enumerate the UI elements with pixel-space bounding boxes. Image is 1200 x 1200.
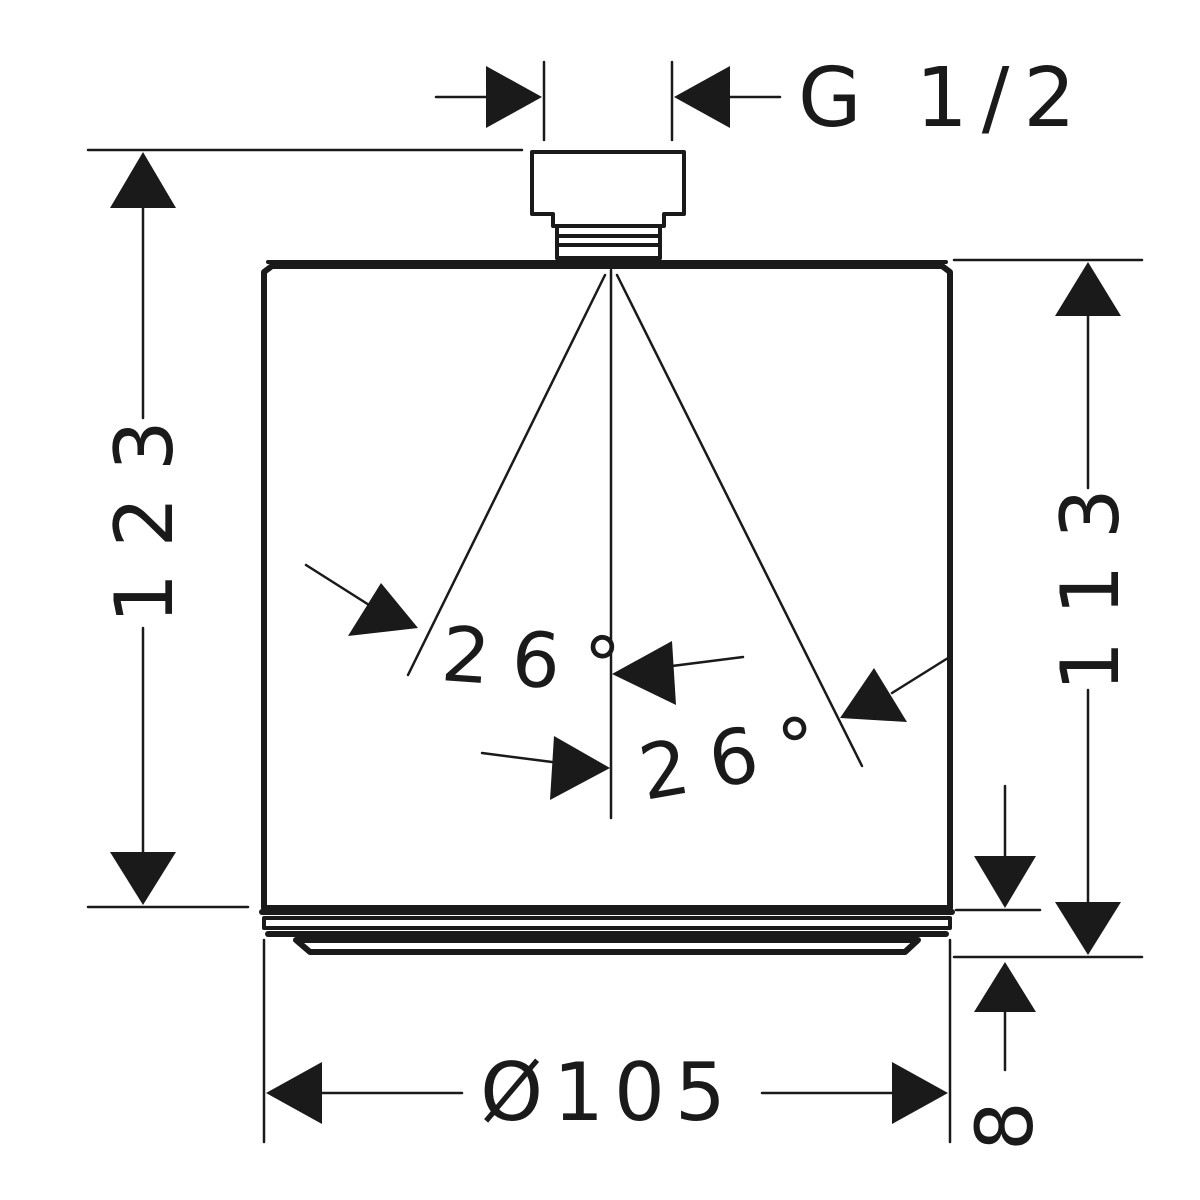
angle-annotation-left: 26° [304, 563, 745, 712]
thread-arrow-left [486, 66, 542, 128]
body-height-label: 1 1 3 [1044, 488, 1137, 692]
angle-left-center-leader [670, 655, 745, 668]
head-body [261, 263, 953, 911]
thread-arrow-right [674, 66, 730, 128]
angle-right-center-leader [480, 751, 554, 764]
spray-line-left [406, 273, 607, 677]
shower-head-outline [259, 150, 955, 955]
angle-right-center-arrow [550, 736, 610, 800]
body-height-arrow-bottom [1055, 902, 1121, 955]
face-height-dimension: 8 [954, 784, 1051, 1151]
angle-right-label: 26° [633, 695, 846, 818]
angle-right-leader [890, 656, 950, 695]
total-height-dimension: 1 2 3 [86, 148, 524, 909]
angle-left-label: 26° [439, 609, 645, 712]
thread-label: G 1/2 [798, 51, 1090, 146]
thread-dimension: G 1/2 [434, 51, 1090, 146]
angle-left-center-arrow [612, 641, 676, 705]
total-height-arrow-top [110, 152, 176, 208]
face-height-arrow-bottom [974, 962, 1036, 1012]
spray-face [293, 937, 921, 955]
total-height-arrow-bottom [110, 852, 176, 905]
body-height-arrow-top [1055, 262, 1121, 316]
angle-annotation-right: 26° [480, 656, 950, 818]
face-height-label: 8 [961, 1101, 1051, 1151]
diameter-label: Ø105 [480, 1046, 736, 1139]
bottom-ring-2 [262, 916, 952, 930]
angle-left-arrow [348, 583, 418, 636]
diameter-arrow-left [266, 1062, 322, 1124]
total-height-label: 1 2 3 [98, 420, 191, 624]
face-height-arrow-top [974, 856, 1036, 908]
connector-upper [530, 150, 686, 228]
spray-line-right [615, 273, 864, 768]
body-height-dimension: 1 1 3 [952, 258, 1144, 959]
angle-right-arrow [840, 668, 907, 722]
spray-angle-lines [406, 268, 864, 820]
diameter-arrow-right [892, 1062, 948, 1124]
diameter-dimension: Ø105 [262, 938, 952, 1144]
connector-neck [555, 224, 662, 260]
